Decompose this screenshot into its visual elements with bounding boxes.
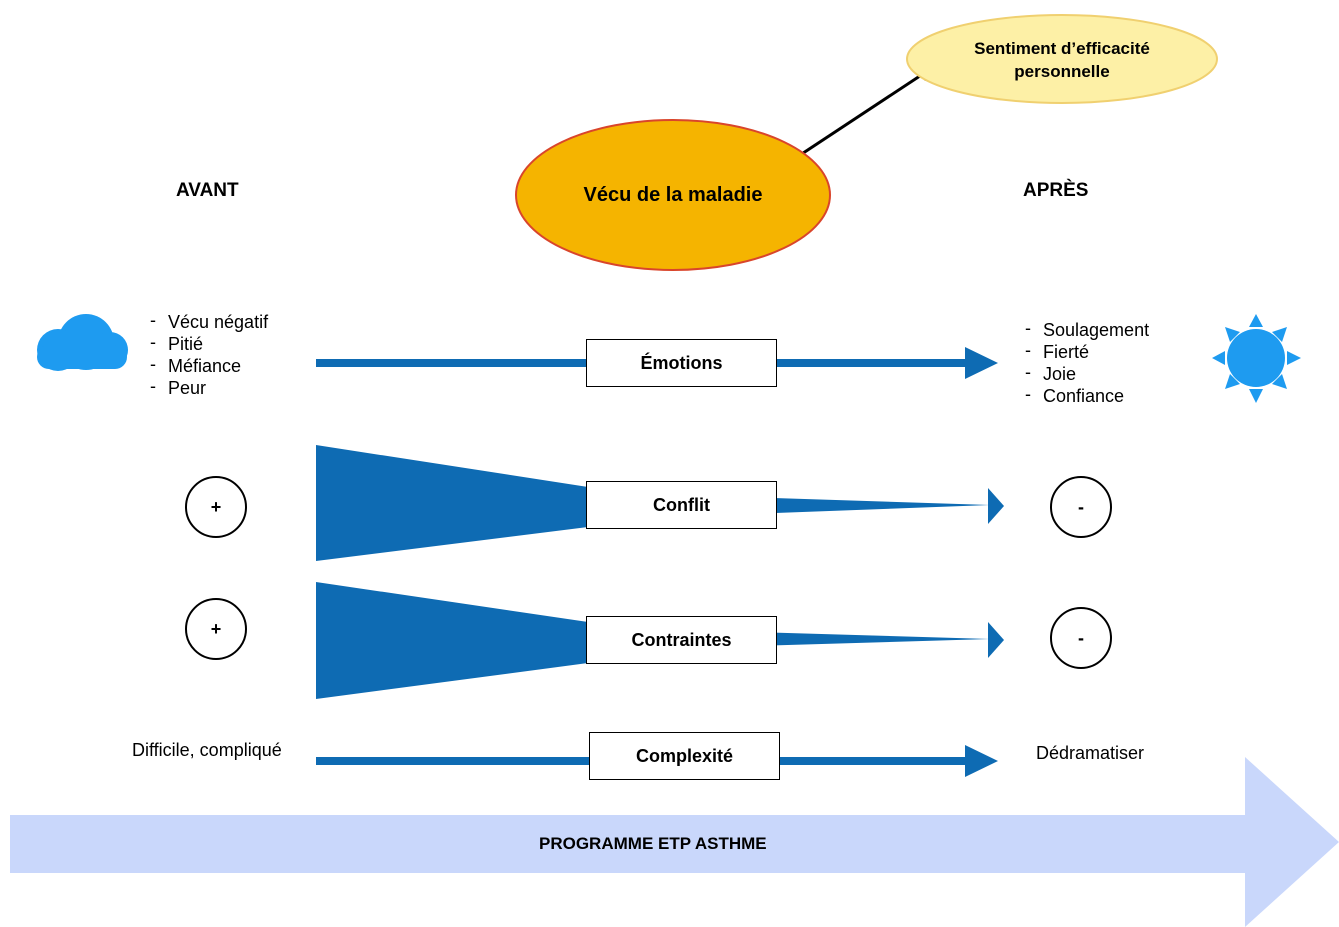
center-ellipse-label: Vécu de la maladie bbox=[583, 184, 763, 206]
contraintes-after-circle: - bbox=[1050, 607, 1112, 669]
contraintes-label: Contraintes bbox=[631, 629, 732, 650]
list-item: Confiance bbox=[1025, 383, 1149, 407]
complexite-before-text: Difficile, compliqué bbox=[132, 740, 282, 760]
list-item: Méfiance bbox=[150, 353, 268, 377]
top-ellipse-line2: personnelle bbox=[1014, 62, 1110, 81]
program-arrow bbox=[10, 757, 1339, 927]
conflit-label: Conflit bbox=[653, 494, 710, 515]
cloud-icon bbox=[37, 314, 128, 371]
header-apres: APRÈS bbox=[1023, 180, 1089, 201]
complexite-box: Complexité bbox=[589, 732, 780, 780]
list-item: Pitié bbox=[150, 331, 268, 355]
top-ellipse-line1: Sentiment d’efficacité bbox=[974, 39, 1150, 58]
conflit-before-circle: + bbox=[185, 476, 247, 538]
conflit-after-circle: - bbox=[1050, 476, 1112, 538]
list-item: Vécu négatif bbox=[150, 309, 268, 333]
plus-symbol: + bbox=[210, 496, 222, 517]
contraintes-box: Contraintes bbox=[586, 616, 777, 664]
top-ellipse-label: Sentiment d’efficacité personnelle bbox=[907, 37, 1217, 83]
list-item: Peur bbox=[150, 375, 268, 399]
list-item: Fierté bbox=[1025, 339, 1149, 363]
emotions-before-list: Vécu négatif Pitié Méfiance Peur bbox=[150, 309, 268, 399]
list-item: Soulagement bbox=[1025, 317, 1149, 341]
contraintes-before-circle: + bbox=[185, 598, 247, 660]
complexite-after-text: Dédramatiser bbox=[1036, 743, 1145, 763]
minus-symbol: - bbox=[1078, 496, 1084, 517]
minus-symbol: - bbox=[1078, 627, 1084, 648]
sun-icon bbox=[1212, 314, 1301, 403]
emotions-box: Émotions bbox=[586, 339, 777, 387]
conflit-box: Conflit bbox=[586, 481, 777, 529]
top-ellipse bbox=[906, 14, 1218, 104]
center-ellipse bbox=[515, 119, 831, 271]
list-item: Joie bbox=[1025, 361, 1149, 385]
emotions-after-list: Soulagement Fierté Joie Confiance bbox=[1025, 317, 1149, 407]
program-label: PROGRAMME ETP ASTHME bbox=[539, 834, 767, 853]
complexite-label: Complexité bbox=[635, 745, 734, 766]
plus-symbol: + bbox=[210, 618, 222, 639]
emotions-label: Émotions bbox=[640, 352, 723, 373]
header-avant: AVANT bbox=[176, 180, 239, 201]
